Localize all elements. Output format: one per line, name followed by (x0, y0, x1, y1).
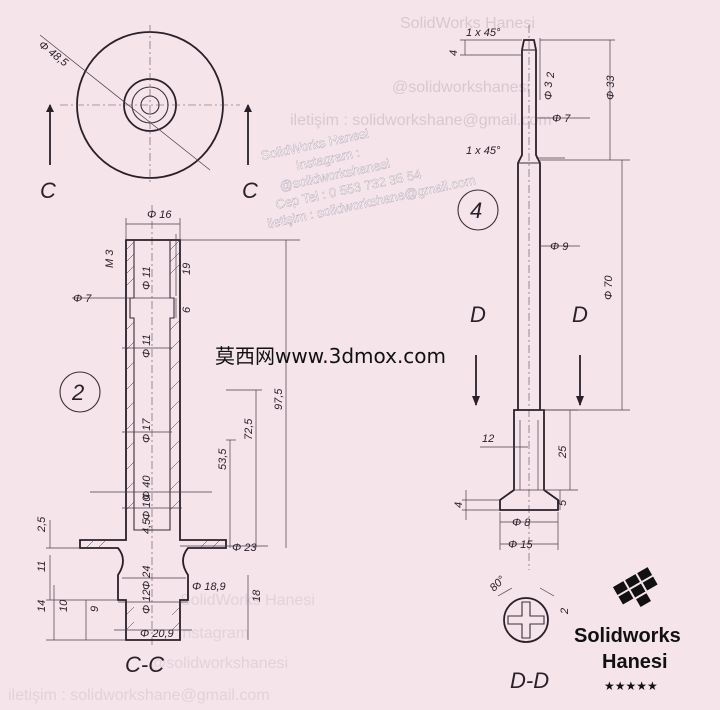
part4-dia-15: Φ 15 (508, 539, 533, 551)
part2-height-19: 19 (181, 263, 193, 275)
section-dd-label: D-D (510, 668, 549, 693)
part4-chamfer-top: 1 x 45° (466, 27, 501, 39)
part2-height-2-5: 2,5 (36, 516, 48, 533)
part2-dia-10: Φ 10 (141, 495, 153, 520)
watermark-bottom-4: iletişim : solidworkshane@gmail.com (8, 687, 270, 704)
watermark-top-2: @solidworkshanesi (392, 79, 530, 96)
part4-number: 4 (470, 198, 482, 223)
dd-height-2: 2 (559, 608, 571, 615)
part4-dia-3: Φ 3 (543, 81, 555, 100)
part2-height-6: 6 (181, 306, 193, 313)
part2-section: Φ 16 M 3 Φ 7 Φ 11 Φ 11 Φ 17 Φ 40 Φ 10 Φ … (36, 205, 300, 677)
cut-arrow-d-left-icon (472, 396, 480, 406)
top-view-diameter-leader (39, 34, 211, 171)
cut-arrow-left-icon (46, 104, 54, 112)
part4-dia-7: Φ 7 (552, 113, 571, 125)
part4-head-outline (499, 409, 559, 511)
part2-dia-40: Φ 40 (141, 475, 153, 500)
part4-height-25: 25 (557, 445, 569, 459)
part4-height-2: 2 (545, 72, 557, 79)
dd-angle-line-1 (497, 587, 513, 597)
logo-line-1: Solidworks (574, 625, 681, 647)
part2-height-10: 10 (58, 599, 70, 612)
site-watermark: 莫西网www.3dmox.com (215, 344, 446, 368)
watermark-top-3: iletişim : solidworkshane@gmail.com (290, 112, 552, 129)
cut-label-d-left: D (470, 302, 486, 327)
part4-width-12: 12 (482, 433, 494, 445)
cut-arrow-d-right-icon (576, 396, 584, 406)
part2-height-18: 18 (251, 589, 263, 602)
part2-number-circle (59, 371, 101, 413)
part2-height-72-5: 72,5 (243, 418, 255, 440)
logo-panel-icon (612, 567, 658, 607)
cut-label-d-right: D (572, 302, 588, 327)
cut-label-c-left: C (40, 178, 56, 203)
part2-dia-7: Φ 7 (73, 293, 92, 305)
part4-height-4-top: 4 (448, 50, 460, 56)
watermark-bottom-3: @solidworkshanesi (150, 655, 288, 672)
cut-arrow-right-icon (244, 104, 252, 112)
part2-number: 2 (71, 380, 84, 405)
cut-label-c-right: C (242, 178, 258, 203)
background-watermarks: SolidWorks Hanesi @solidworkshanesi ilet… (8, 15, 552, 704)
part2-dimension-lines (46, 218, 300, 641)
part4-height-4-low: 4 (453, 502, 465, 508)
part4-view: D D 1 x 4 (448, 25, 630, 570)
dd-cross-slot-icon (507, 601, 545, 639)
part2-dia-11-mid: Φ 11 (141, 334, 153, 358)
part2-dia-18-9: Φ 18,9 (192, 581, 226, 593)
watermark-bottom-2: Instagram (178, 625, 249, 642)
watermark-top-1: SolidWorks Hanesi (400, 15, 535, 32)
top-view: Φ 48,5 C C (36, 25, 258, 203)
part4-height-5: 5 (557, 499, 569, 506)
part2-dia-12: Φ 12 (141, 590, 153, 615)
part2-dia-24: Φ 24 (141, 566, 153, 591)
part2-hatching (85, 239, 221, 631)
part2-height-53-5: 53,5 (217, 448, 229, 470)
dd-angle-line-2 (539, 587, 555, 597)
part2-height-9: 9 (89, 606, 101, 612)
part2-outline (79, 239, 227, 641)
watermark-bottom-1: SolidWorks Hanesi (180, 592, 315, 609)
part2-height-97-5: 97,5 (273, 388, 285, 410)
part4-dia-8: Φ 8 (512, 517, 531, 529)
part2-dia-17: Φ 17 (141, 418, 153, 443)
top-view-outer-dia: Φ 48,5 (36, 39, 71, 70)
part4-dimension-lines (460, 38, 630, 550)
part2-dia-23: Φ 23 (232, 542, 257, 554)
part2-height-4-5: 4,5 (141, 518, 153, 534)
dd-outer-circle (503, 597, 549, 643)
part4-chamfer-mid: 1 x 45° (466, 145, 501, 157)
part4-number-circle (457, 189, 499, 231)
brand-logo: Solidworks Hanesi ★★★★★ (574, 567, 681, 693)
part2-height-11: 11 (36, 561, 48, 572)
part2-dia-16: Φ 16 (147, 209, 172, 221)
part4-dia-70: Φ 70 (603, 275, 615, 300)
part2-thread-m3: M 3 (104, 249, 116, 268)
part2-height-14: 14 (36, 600, 48, 612)
section-cc-label: C-C (125, 652, 164, 677)
part2-dia-11-top: Φ 11 (141, 266, 153, 290)
part2-dia-20-9: Φ 20,9 (140, 628, 174, 640)
section-dd: 80° 2 D-D (488, 573, 571, 693)
part4-dia-33: Φ 33 (605, 75, 617, 100)
logo-line-2: Hanesi (602, 651, 668, 673)
part4-dia-9: Φ 9 (550, 241, 568, 253)
logo-stars-icon: ★★★★★ (604, 679, 658, 693)
dd-angle-80: 80° (488, 573, 509, 594)
